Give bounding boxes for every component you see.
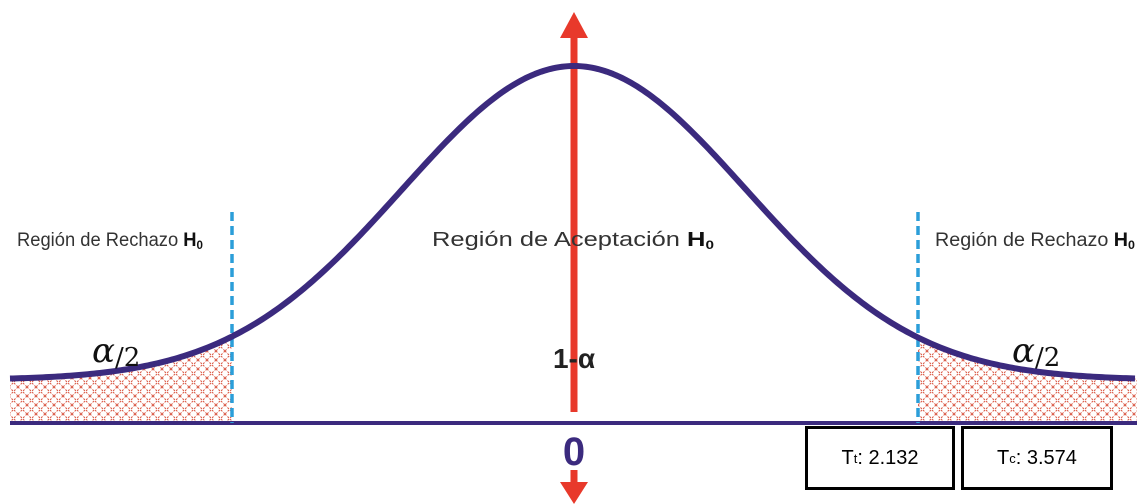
t-calculated-subscript: c xyxy=(1009,450,1016,466)
t-table-subscript: t xyxy=(853,450,858,466)
right-rejection-label: Región de Rechazo H0 xyxy=(935,230,1135,252)
arrow-down-icon xyxy=(560,482,588,504)
right-alpha-half-label: α/2 xyxy=(1012,331,1060,373)
t-table-value: : 2.132 xyxy=(857,446,919,469)
zero-label: 0 xyxy=(563,430,585,474)
t-calculated-label: T xyxy=(997,446,1010,469)
confidence-level-label: 1-α xyxy=(553,343,595,374)
left-rejection-label: Región de Rechazo H0 xyxy=(17,230,203,252)
left-rejection-area xyxy=(10,336,232,423)
normal-distribution-curve xyxy=(9,63,1136,382)
t-table-label: T xyxy=(841,446,854,469)
arrow-up-icon xyxy=(560,12,588,38)
left-alpha-half-label: α/2 xyxy=(92,331,140,373)
t-calculated-value: : 3.574 xyxy=(1015,446,1077,469)
